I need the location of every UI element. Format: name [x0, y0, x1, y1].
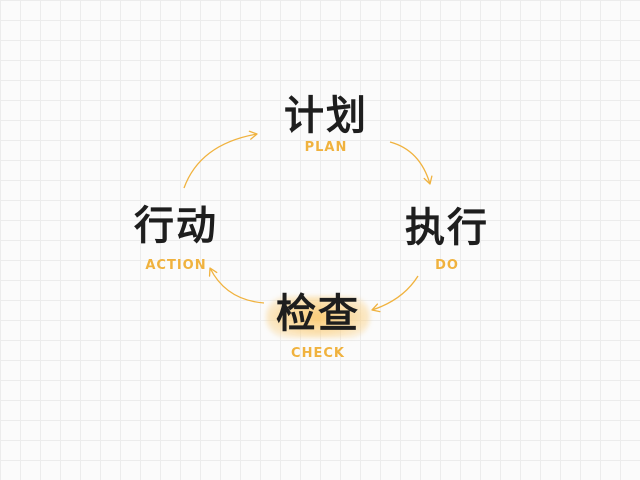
arrow-check-to-action [208, 267, 265, 304]
check-label-zh: 检查 [276, 291, 360, 337]
arrow-plan-to-do [389, 141, 433, 185]
node-action: 行动 ACTION [134, 204, 218, 274]
node-do: 执行 DO [405, 206, 489, 274]
check-label-wrap: 检查 [266, 291, 370, 338]
action-label-zh: 行动 [134, 203, 218, 249]
arrow-do-to-check [371, 275, 419, 313]
plan-label-en: PLAN [304, 140, 348, 155]
check-label-en: CHECK [291, 346, 345, 361]
node-plan: 计划 PLAN [284, 94, 368, 156]
plan-label-zh: 计划 [284, 93, 368, 139]
do-label-en: DO [435, 258, 459, 273]
do-label-zh: 执行 [405, 205, 489, 251]
check-highlight [266, 296, 370, 338]
node-check: 检查 CHECK [266, 291, 370, 362]
action-label-en: ACTION [145, 258, 207, 273]
arrow-action-to-plan [183, 130, 258, 189]
